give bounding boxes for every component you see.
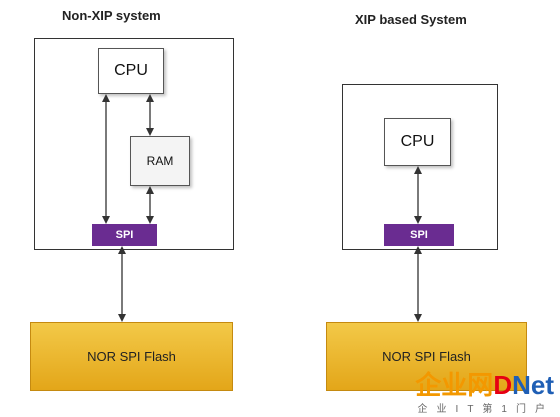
xip-cpu-box: CPU — [384, 118, 451, 166]
watermark-logo: 企业网DNet 企业IT第1门户 — [415, 372, 554, 415]
non-xip-title: Non-XIP system — [62, 8, 161, 23]
watermark-d-text: D — [493, 370, 513, 400]
non-xip-cpu-box: CPU — [98, 48, 164, 94]
xip-spi-block: SPI — [384, 224, 454, 246]
watermark-cn-text: 企业网 — [415, 370, 494, 400]
non-xip-ram-box: RAM — [130, 136, 190, 186]
xip-title: XIP based System — [355, 12, 467, 27]
watermark-net-text: Net — [512, 370, 554, 400]
non-xip-flash-block: NOR SPI Flash — [30, 322, 233, 391]
non-xip-spi-block: SPI — [92, 224, 157, 246]
xip-flash-block: NOR SPI Flash — [326, 322, 527, 391]
watermark-subtitle: 企业IT第1门户 — [417, 404, 554, 415]
